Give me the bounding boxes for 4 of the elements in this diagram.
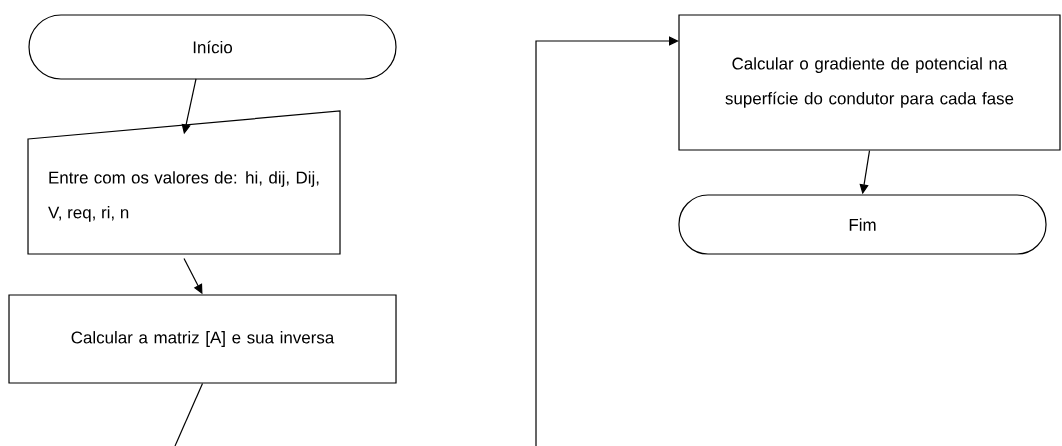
- input-box: Entre com os valores de: hi, dij, Dij, V, req, ri, n: [27, 110, 341, 255]
- arrow: [535, 36, 679, 446]
- process-box: Calcular a matriz [A] e sua inversa: [8, 294, 397, 384]
- process-box: Calcular o gradiente de potencial na superfície do condutor para cada fase: [678, 14, 1061, 151]
